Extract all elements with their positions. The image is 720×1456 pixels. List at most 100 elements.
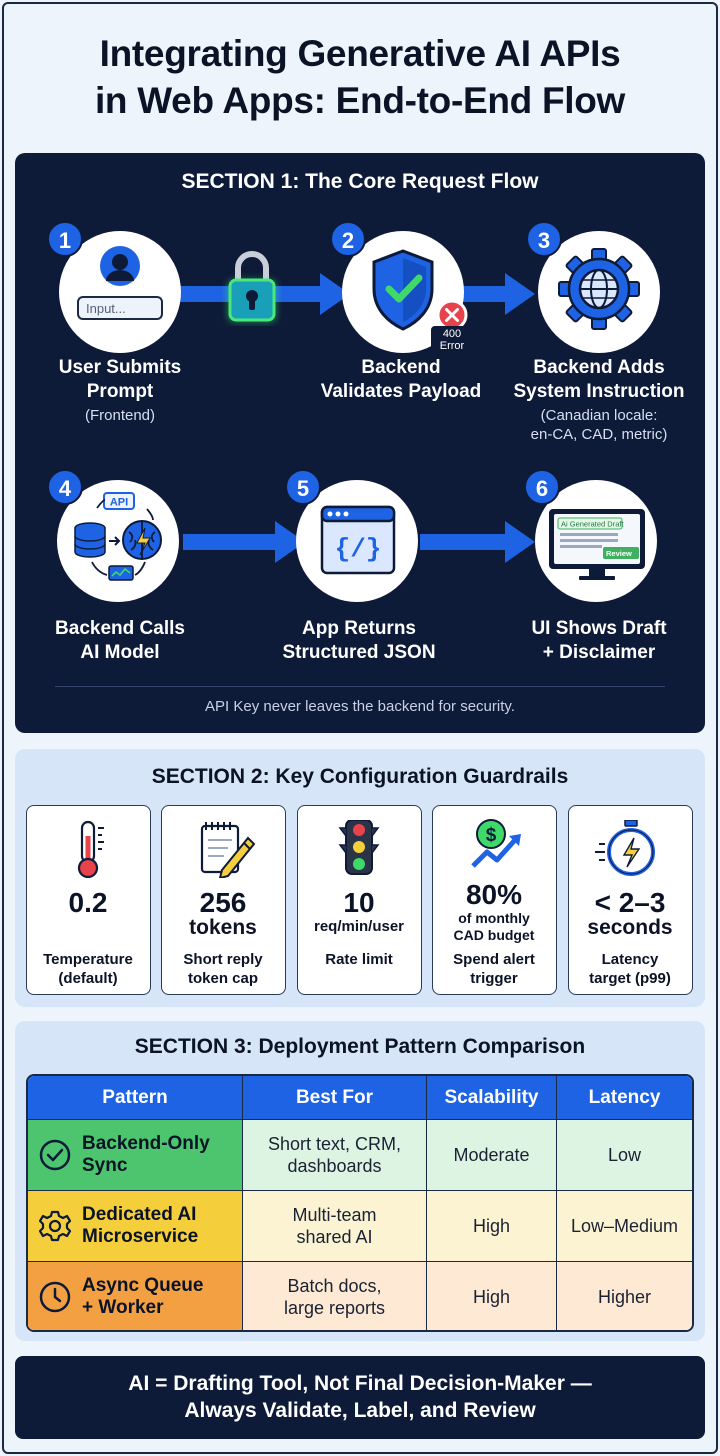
globe-gear-icon	[558, 248, 640, 330]
row-2-pattern-cell: Dedicated AI Microservice	[28, 1191, 243, 1261]
step-1-subtitle: (Frontend)	[84, 407, 156, 424]
row-2-best-for-line-1: Multi-team	[292, 1205, 377, 1225]
header-latency: Latency	[588, 1086, 661, 1108]
row-2-latency: Low–Medium	[570, 1216, 679, 1236]
dollar-trend-icon: $	[471, 819, 521, 868]
token-cap-label-line-1: Short reply	[183, 951, 263, 968]
stopwatch-bolt-icon	[595, 820, 655, 876]
guardrail-card-spend-alert: $ 80% of monthly CAD budget Spend alert …	[432, 805, 557, 995]
footer-banner: AI = Drafting Tool, Not Final Decision-M…	[15, 1356, 705, 1439]
step-2-number: 2	[330, 221, 366, 257]
step-2-title-line-1: Backend	[361, 357, 441, 378]
section-1-core-request-flow: SECTION 1: The Core Request Flow Input..…	[15, 153, 705, 733]
row-3-pattern-line-2: + Worker	[82, 1297, 164, 1318]
rate-limit-label-line-1: Rate limit	[325, 951, 393, 968]
json-braces-text: {/}	[335, 534, 382, 564]
database-brain-icon: API	[74, 492, 162, 581]
token-cap-unit: tokens	[189, 916, 257, 939]
latency-label-line-1: Latency	[601, 951, 659, 968]
row-3-best-for-line-1: Batch docs,	[287, 1276, 382, 1296]
guardrail-card-latency: < 2–3 seconds Latency target (p99)	[568, 805, 693, 995]
deployment-pattern-table: Pattern Best For Scalability Latency Bac…	[26, 1074, 694, 1332]
security-note: API Key never leaves the backend for sec…	[205, 698, 515, 715]
token-cap-label: Short reply token cap	[162, 950, 284, 988]
step-3-subtitle-line-1: (Canadian locale:	[540, 407, 658, 424]
clock-icon	[39, 1281, 71, 1313]
row-2-scalability: High	[427, 1191, 557, 1261]
step-3-subtitle-line-2: en-CA, CAD, metric)	[530, 426, 668, 443]
input-placeholder-text: Input...	[86, 301, 126, 316]
review-label-text: Review	[606, 549, 632, 558]
row-1-pattern-line-2: Sync	[82, 1155, 128, 1176]
arrow-5-to-6	[420, 521, 535, 563]
step-4-circle: API	[57, 480, 179, 602]
row-2-pattern-line-1: Dedicated AI	[82, 1204, 197, 1225]
token-cap-label-line-2: token cap	[187, 970, 259, 987]
step-3-title-line-2: System Instruction	[513, 381, 685, 402]
row-3-best-for-line-2: large reports	[283, 1298, 386, 1318]
gear-icon	[38, 1210, 72, 1242]
step-3-subtitle: (Canadian locale: en-CA, CAD, metric)	[489, 406, 709, 444]
arrow-2-to-3	[463, 273, 535, 315]
step-3-circle	[538, 231, 660, 353]
table-row: Backend-Only Sync Short text, CRM,dashbo…	[28, 1119, 692, 1190]
padlock-icon	[228, 251, 276, 322]
step-4-number: 4	[47, 469, 83, 505]
step-3-title: Backend Adds System Instruction	[489, 356, 709, 404]
row-2-pattern-line-2: Microservice	[82, 1226, 199, 1247]
monitor-draft-icon: Ai Generated Draft Review	[549, 509, 645, 580]
row-2-best-for-line-2: shared AI	[296, 1227, 373, 1247]
step-6-title-line-2: + Disclaimer	[542, 642, 656, 663]
row-3-pattern-name: Async Queue + Worker	[82, 1275, 203, 1319]
page-title: Integrating Generative AI APIs in Web Ap…	[0, 30, 720, 124]
notepad-pencil-icon	[200, 822, 256, 878]
title-line-2: in Web Apps: End-to-End Flow	[94, 80, 626, 121]
step-6-number: 6	[524, 469, 560, 505]
row-1-pattern-line-1: Backend-Only	[82, 1133, 210, 1154]
section-2-guardrails: SECTION 2: Key Configuration Guardrails …	[15, 749, 705, 1007]
step-6-title-line-1: UI Shows Draft	[531, 618, 667, 639]
step-2-circle	[342, 231, 464, 353]
table-header-row: Pattern Best For Scalability Latency	[28, 1076, 692, 1119]
footer-line-1: AI = Drafting Tool, Not Final Decision-M…	[128, 1372, 592, 1395]
step-1-number: 1	[47, 221, 83, 257]
step-5-title: App Returns Structured JSON	[249, 617, 469, 665]
step-1-title-line-1: User Submits	[58, 357, 182, 378]
temperature-label-line-1: Temperature	[43, 951, 133, 968]
row-3-scalability: High	[427, 1262, 557, 1330]
row-2-pattern-name: Dedicated AI Microservice	[82, 1204, 198, 1248]
step-4-title: Backend Calls AI Model	[10, 617, 230, 665]
row-1-best-for-line-1: Short text, CRM,	[267, 1134, 402, 1154]
spend-alert-unit: of monthly CAD budget	[433, 910, 555, 944]
row-3-pattern-cell: Async Queue + Worker	[28, 1262, 243, 1330]
section-1-title: SECTION 1: The Core Request Flow	[181, 170, 539, 193]
spend-alert-unit-line-1: of monthly	[458, 910, 530, 926]
step-2-title: Backend Validates Payload	[291, 356, 511, 404]
footer-line-2: Always Validate, Label, and Review	[184, 1399, 536, 1422]
section-3-deployment-comparison: SECTION 3: Deployment Pattern Comparison…	[15, 1021, 705, 1341]
step-2-title-line-2: Validates Payload	[320, 381, 482, 402]
traffic-light-icon	[338, 820, 380, 875]
step-4-title-line-2: AI Model	[80, 642, 160, 663]
step-5-title-line-1: App Returns	[302, 618, 416, 639]
step-5-number: 5	[285, 469, 321, 505]
section-1-divider	[55, 686, 665, 687]
error-badge-icon	[436, 299, 468, 331]
thermometer-icon	[77, 820, 104, 878]
shield-check-icon	[372, 249, 434, 331]
rate-limit-label: Rate limit	[298, 950, 420, 969]
spend-alert-label: Spend alert trigger	[433, 950, 555, 988]
api-tag-text: API	[110, 497, 128, 509]
row-1-pattern-cell: Backend-Only Sync	[28, 1120, 243, 1190]
step-6-circle: Ai Generated Draft Review	[535, 480, 657, 602]
rate-limit-value: 10	[343, 887, 375, 918]
row-3-pattern-line-1: Async Queue	[82, 1275, 204, 1296]
svg-text:$: $	[486, 825, 497, 846]
row-1-pattern-name: Backend-Only Sync	[82, 1133, 210, 1177]
step-1-circle: Input...	[59, 231, 181, 353]
latency-unit: seconds	[587, 916, 673, 939]
step-3-title-line-1: Backend Adds	[533, 357, 665, 378]
